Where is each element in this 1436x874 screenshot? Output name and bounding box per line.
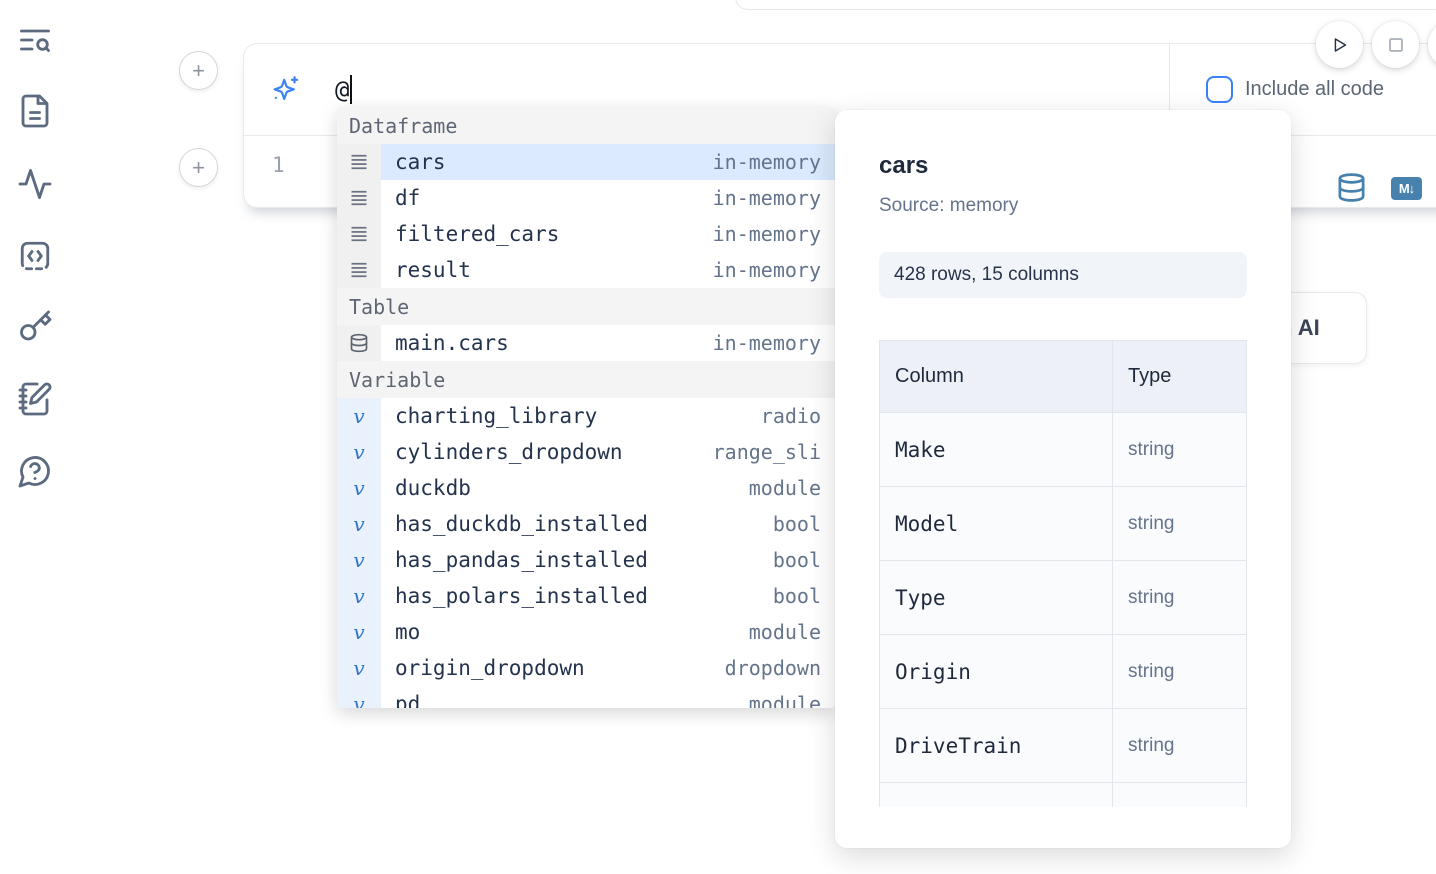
variable-icon: v xyxy=(337,578,381,614)
include-all-code-checkbox[interactable] xyxy=(1206,76,1233,103)
ai-prompt-value: @ xyxy=(335,75,353,104)
activity-icon[interactable] xyxy=(17,166,53,202)
section-header-dataframe: Dataframe xyxy=(337,107,835,144)
table-row xyxy=(879,782,1247,807)
variable-icon: v xyxy=(337,506,381,542)
dataframe-preview-panel: cars Source: memory 428 rows, 15 columns… xyxy=(835,110,1291,848)
preview-title: cars xyxy=(879,152,929,179)
document-icon[interactable] xyxy=(17,93,53,129)
code-editor-row[interactable]: 1 M↓ xyxy=(244,136,1436,208)
database-icon xyxy=(337,325,381,361)
extra-toolbar-button[interactable] xyxy=(1428,21,1436,68)
include-all-code-option: Include all code xyxy=(1169,44,1436,135)
previous-cell-edge xyxy=(735,0,1436,10)
ai-prompt-input[interactable]: @ xyxy=(244,44,1169,135)
add-cell-button[interactable]: + xyxy=(179,51,218,90)
dataframe-rows-icon xyxy=(337,180,381,216)
run-cell-button[interactable] xyxy=(1316,21,1363,68)
table-row: DriveTrain string xyxy=(879,708,1247,783)
section-header-variable: Variable xyxy=(337,361,835,398)
play-icon xyxy=(1334,37,1346,52)
schema-table: Column Type Make string Model string Typ… xyxy=(879,340,1247,807)
variable-icon: v xyxy=(337,398,381,434)
markdown-icon[interactable]: M↓ xyxy=(1391,177,1422,200)
preview-shape-badge: 428 rows, 15 columns xyxy=(879,252,1247,298)
add-cell-button[interactable]: + xyxy=(179,148,218,187)
variable-icon: v xyxy=(337,434,381,470)
section-header-table: Table xyxy=(337,288,835,325)
table-row: Make string xyxy=(879,412,1247,487)
table-row: Model string xyxy=(879,486,1247,561)
notebook-pen-icon[interactable] xyxy=(17,381,53,417)
text-cursor xyxy=(350,75,353,104)
help-icon[interactable] xyxy=(17,453,53,489)
schema-table-wrapper: Column Type Make string Model string Typ… xyxy=(879,340,1247,807)
code-snippets-icon[interactable] xyxy=(17,238,53,274)
key-icon[interactable] xyxy=(17,309,53,345)
variable-icon: v xyxy=(337,650,381,686)
sidebar xyxy=(0,0,72,874)
preview-source: Source: memory xyxy=(879,195,1019,216)
list-search-icon[interactable] xyxy=(17,22,53,58)
line-number: 1 xyxy=(272,153,285,177)
variable-icon: v xyxy=(337,542,381,578)
dataframe-rows-icon xyxy=(337,252,381,288)
variable-icon: v xyxy=(337,470,381,506)
database-icon[interactable] xyxy=(1336,172,1367,203)
stop-icon xyxy=(1388,37,1403,52)
stop-cell-button[interactable] xyxy=(1372,21,1419,68)
variable-icon: v xyxy=(337,686,381,708)
dataframe-rows-icon xyxy=(337,216,381,252)
variable-icon: v xyxy=(337,614,381,650)
sparkles-icon xyxy=(270,74,301,105)
schema-header-column: Column xyxy=(879,340,1113,413)
schema-header-type: Type xyxy=(1112,340,1247,413)
table-row: Type string xyxy=(879,560,1247,635)
table-row: Origin string xyxy=(879,634,1247,709)
include-all-code-label: Include all code xyxy=(1245,78,1384,100)
dataframe-rows-icon xyxy=(337,144,381,180)
